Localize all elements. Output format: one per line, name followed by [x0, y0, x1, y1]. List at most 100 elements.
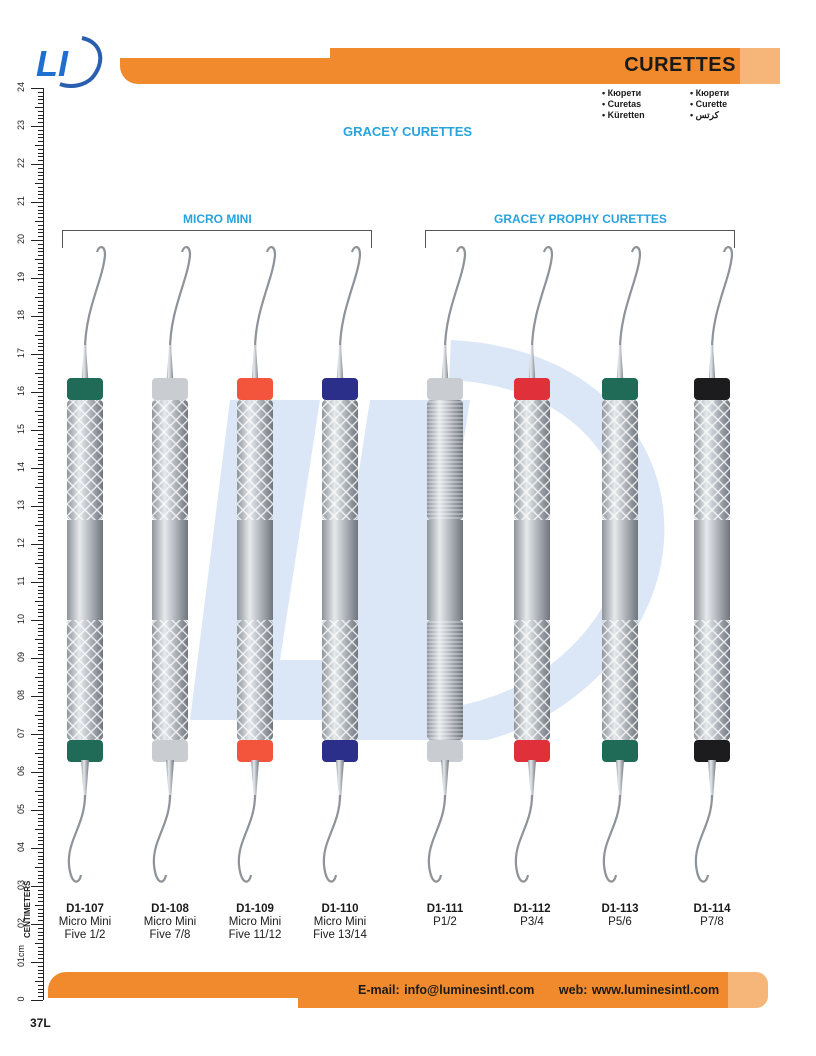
- ruler-tick: [38, 745, 43, 747]
- ruler-tick: [31, 506, 43, 507]
- ruler-tick: [38, 756, 43, 758]
- ruler-tick: [38, 627, 43, 629]
- ruler-tick: [38, 270, 43, 272]
- ruler-tick: [38, 460, 43, 462]
- ruler-tick: [38, 806, 43, 808]
- ruler-tick: [38, 175, 43, 177]
- ruler-tick: [38, 156, 43, 158]
- ruler-tick: [35, 639, 43, 640]
- ruler-tick: [35, 943, 43, 944]
- ruler-tick: [35, 753, 43, 754]
- ruler-number: 13: [16, 500, 26, 511]
- ruler-tick: [38, 452, 43, 454]
- ruler-number: 18: [16, 310, 26, 321]
- product-description: Five 11/12: [228, 929, 282, 941]
- ruler-tick: [38, 365, 43, 367]
- ruler-tick: [38, 509, 43, 511]
- ruler-number: 03: [16, 880, 26, 891]
- working-tip-bottom: [602, 794, 622, 883]
- ruler-tick: [38, 612, 43, 614]
- ruler-number: 17: [16, 348, 26, 359]
- ruler-tick: [31, 772, 43, 773]
- ruler-tick: [38, 521, 43, 523]
- ruler-tick: [38, 388, 43, 390]
- ruler-tick: [38, 578, 43, 580]
- ruler-tick: [31, 544, 43, 545]
- ruler-tick: [38, 99, 43, 101]
- ruler-number: 21: [16, 196, 26, 207]
- ruler-tick: [38, 813, 43, 815]
- ruler-tick: [38, 604, 43, 606]
- ruler-tick: [38, 407, 43, 409]
- ruler-number: 11: [16, 576, 26, 586]
- ruler-tick: [38, 498, 43, 500]
- product-description: P1/2: [433, 916, 457, 928]
- ruler-tick: [38, 863, 43, 865]
- footer-email[interactable]: E-mail: info@luminesintl.com: [358, 983, 535, 997]
- ruler-tick: [38, 707, 43, 709]
- ruler-tick: [35, 677, 43, 678]
- ruler-tick: [38, 456, 43, 458]
- translation-item: Curette: [690, 99, 729, 110]
- group-bracket-micro-mini: [62, 230, 372, 248]
- ruler-tick: [38, 574, 43, 576]
- ruler-tick: [35, 221, 43, 222]
- ruler-tick: [38, 635, 43, 637]
- ruler-tick: [38, 342, 43, 344]
- ruler-tick: [38, 513, 43, 515]
- ruler-tick: [35, 145, 43, 146]
- translation-item: Küretten: [602, 110, 645, 121]
- ruler-tick: [38, 988, 43, 990]
- ruler-tick: [38, 680, 43, 682]
- working-tip-top: [530, 246, 554, 351]
- product-description: Micro Mini: [228, 916, 282, 928]
- product-code: D1-114: [693, 903, 731, 915]
- footer-bar-cut: [48, 998, 298, 1008]
- ruler-tick: [38, 414, 43, 416]
- ruler-tick: [38, 494, 43, 496]
- ruler-tick: [38, 836, 43, 838]
- ruler-tick: [38, 213, 43, 215]
- translation-item: كرتس: [690, 110, 729, 121]
- ruler-tick: [38, 646, 43, 648]
- ruler-tick: [38, 559, 43, 561]
- ruler-tick: [38, 855, 43, 857]
- working-tip-bottom: [694, 794, 714, 883]
- ruler-tick: [35, 487, 43, 488]
- working-tip-top: [443, 246, 467, 351]
- ruler-tick: [38, 114, 43, 116]
- ruler-tick: [38, 160, 43, 162]
- ruler-tick: [35, 829, 43, 830]
- ruler-tick: [38, 528, 43, 530]
- ruler-number: 07: [16, 728, 26, 739]
- ruler-tick: [38, 262, 43, 264]
- brand-logo: LI: [36, 36, 103, 88]
- translation-item: Curetas: [602, 99, 645, 110]
- product-code: D1-110: [321, 903, 359, 915]
- ruler-tick: [31, 430, 43, 431]
- ruler-tick: [38, 775, 43, 777]
- ruler-tick: [31, 658, 43, 659]
- ruler-tick: [38, 148, 43, 150]
- working-tip-bottom: [427, 794, 447, 883]
- ruler-tick: [38, 118, 43, 120]
- ruler-line: [43, 88, 44, 1000]
- working-tip-bottom: [514, 794, 534, 883]
- ruler-tick: [38, 749, 43, 751]
- footer-web[interactable]: web: www.luminesintl.com: [558, 983, 720, 997]
- product-code: D1-112: [513, 903, 551, 915]
- ruler-tick: [38, 167, 43, 169]
- ruler-tick: [38, 585, 43, 587]
- ruler-tick: [35, 335, 43, 336]
- ruler-tick: [38, 129, 43, 131]
- section-title: GRACEY CURETTES: [343, 124, 473, 139]
- ruler-number: 08: [16, 690, 26, 701]
- working-tip-top: [338, 246, 362, 351]
- ruler-tick: [38, 608, 43, 610]
- ruler-tick: [38, 536, 43, 538]
- ruler-tick: [38, 897, 43, 899]
- ruler-tick: [38, 547, 43, 549]
- ruler-tick: [38, 821, 43, 823]
